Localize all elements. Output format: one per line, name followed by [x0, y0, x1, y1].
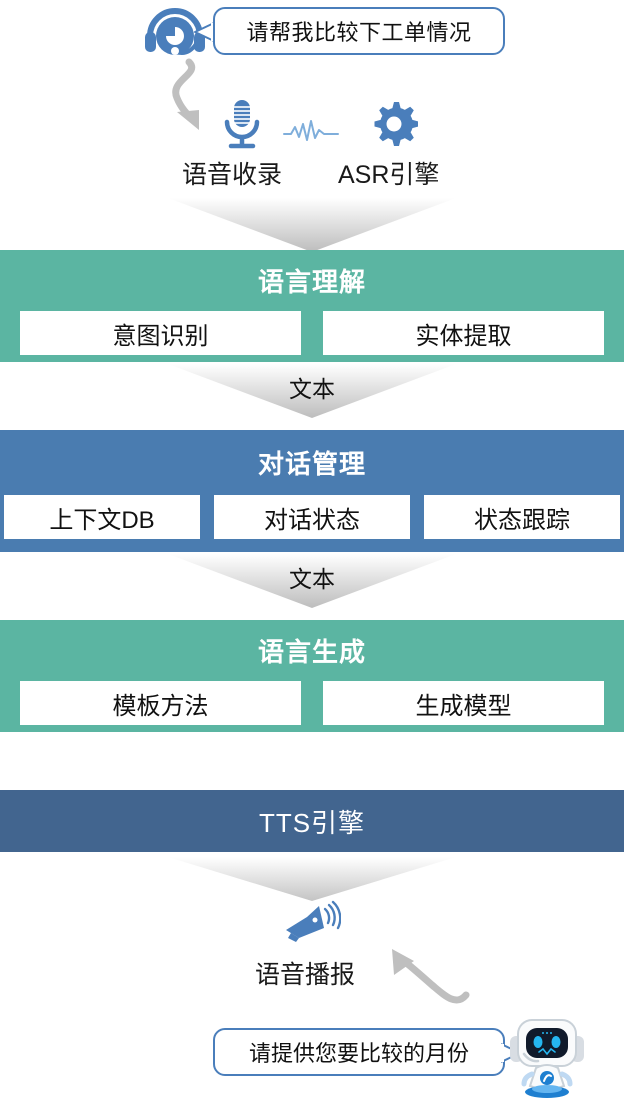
band-nlg-boxes: 模板方法 生成模型	[0, 681, 624, 725]
box-template-method[interactable]: 模板方法	[20, 681, 301, 725]
connector-chevron-1	[0, 196, 624, 256]
band-dm-boxes: 上下文DB 对话状态 状态跟踪	[0, 495, 624, 539]
user-speech-bubble: 请帮我比较下工单情况	[213, 7, 505, 55]
connector-chevron-3: 文本	[0, 552, 624, 612]
label-voice-broadcast: 语音播报	[255, 961, 356, 989]
box-dialogue-state[interactable]: 对话状态	[214, 495, 410, 539]
band-tts-engine: TTS引擎	[0, 790, 624, 852]
curved-arrow-down-icon	[155, 58, 225, 136]
waveform-icon	[282, 118, 340, 144]
robot-assistant-icon	[508, 1014, 588, 1100]
microphone-icon	[221, 98, 263, 150]
bot-bubble-text: 请提供您要比较的月份	[248, 1041, 469, 1066]
megaphone-icon	[283, 900, 342, 942]
band-dialogue-management: 对话管理 上下文DB 对话状态 状态跟踪	[0, 430, 624, 552]
curved-arrow-up-icon	[370, 945, 470, 1007]
band-nlg-title: 语言生成	[257, 637, 366, 667]
label-asr-engine: ASR引擎	[338, 161, 440, 189]
band-nlu-boxes: 意图识别 实体提取	[0, 311, 624, 355]
box-entity-extraction[interactable]: 实体提取	[323, 311, 604, 355]
connector-label-3: 文本	[289, 566, 335, 592]
headset-operator-icon	[140, 6, 210, 60]
gear-icon	[370, 100, 419, 148]
band-dm-title: 对话管理	[257, 449, 366, 479]
connector-chevron-4	[0, 855, 624, 915]
label-voice-capture: 语音收录	[182, 161, 283, 189]
box-generative-model[interactable]: 生成模型	[323, 681, 604, 725]
band-language-generation: 语言生成 模板方法 生成模型	[0, 620, 624, 732]
connector-chevron-2: 文本	[0, 362, 624, 422]
box-state-tracking[interactable]: 状态跟踪	[424, 495, 620, 539]
box-intent-recognition[interactable]: 意图识别	[20, 311, 301, 355]
user-bubble-text: 请帮我比较下工单情况	[246, 20, 472, 45]
band-nlu-title: 语言理解	[257, 267, 366, 297]
box-context-db[interactable]: 上下文DB	[4, 495, 200, 539]
connector-label-2: 文本	[289, 376, 335, 402]
speech-bubble-tail-user	[193, 21, 215, 43]
band-language-understanding: 语言理解 意图识别 实体提取	[0, 250, 624, 362]
bot-speech-bubble: 请提供您要比较的月份	[213, 1028, 505, 1076]
band-tts-title: TTS引擎	[258, 807, 366, 838]
